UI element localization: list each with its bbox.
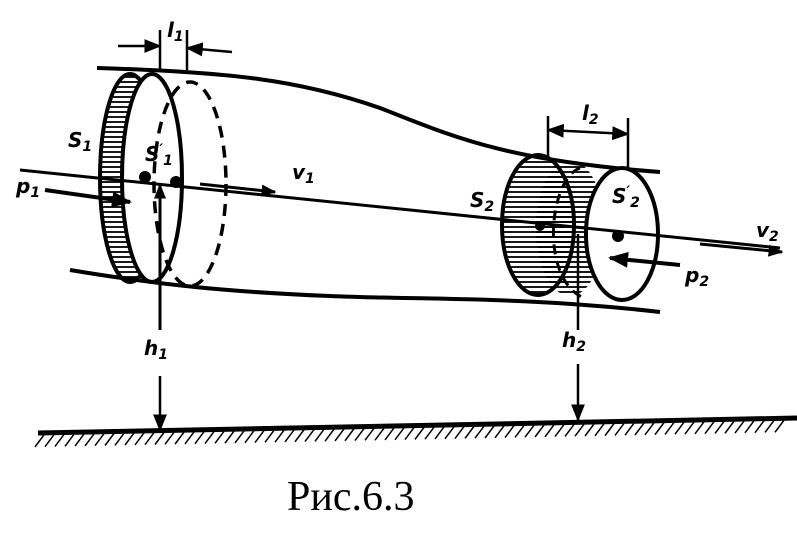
label-v1: v1 [292,160,315,187]
s1-center-point [139,171,151,183]
v1-arrow [199,182,277,197]
label-s2: S2 [470,188,495,215]
l2-dimension-line [546,123,630,141]
ground-line [37,415,797,436]
l1-dimension-line-right [185,42,233,57]
s2-center-point [535,221,545,231]
label-h2: h2 [562,328,586,355]
label-s1: S1 [68,128,93,155]
s2-prime-center-point [612,230,624,242]
cross-section-s1 [98,72,184,284]
label-s1-prime: S′1 [145,142,173,169]
label-s2-prime: S′2 [612,184,640,211]
label-l2: l2 [582,101,599,128]
label-l1: l1 [167,18,184,45]
s1-prime-center-point [170,176,182,188]
label-v2: v2 [756,218,779,245]
center-streamline [19,168,781,250]
label-p2: p2 [685,263,710,290]
p2-arrow [608,251,681,268]
figure-caption: Рис.6.3 [287,474,415,520]
ground-hatching [34,419,785,448]
s2-prime-dashed-back [552,166,585,300]
v2-arrow [699,242,784,257]
label-h1: h1 [144,336,168,363]
p1-arrow [44,188,132,208]
label-p1: p1 [16,174,41,201]
